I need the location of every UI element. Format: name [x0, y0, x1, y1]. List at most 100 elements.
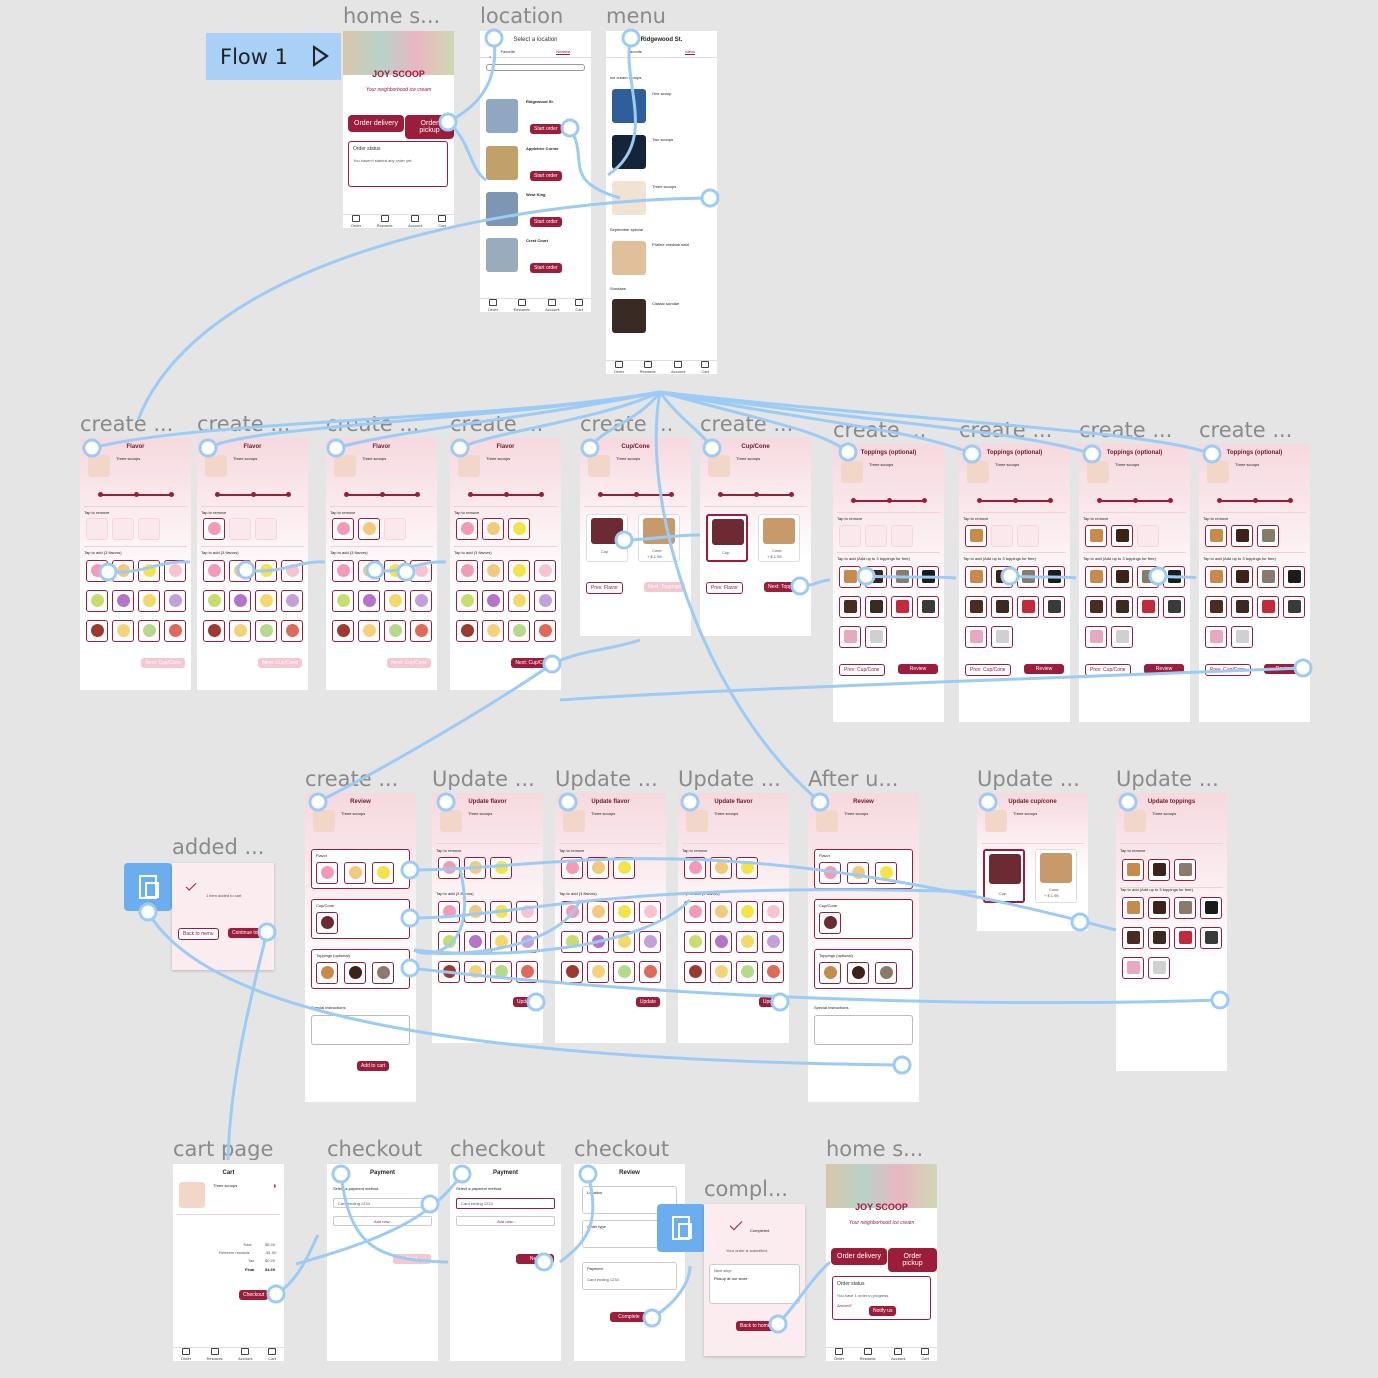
nav-order[interactable]: Order	[488, 299, 498, 312]
nav-cart[interactable]: Cart	[268, 1348, 276, 1361]
flavor-swatch[interactable]	[613, 901, 635, 923]
flavor-swatch[interactable]	[86, 560, 108, 582]
selected-flavor-slot[interactable]	[464, 857, 486, 879]
selected-topping-slot[interactable]	[1111, 525, 1133, 547]
flavor-swatch[interactable]	[534, 560, 556, 582]
review-button[interactable]: Review	[1264, 664, 1304, 674]
next-toppings-button[interactable]: Next: Toppings	[644, 582, 685, 592]
nav-account[interactable]: Account	[238, 1348, 252, 1361]
nav-rewards[interactable]: Rewards	[640, 361, 656, 374]
flavor-swatch[interactable]	[561, 961, 583, 983]
menu-store-name[interactable]: Ridgewood St.	[640, 37, 683, 43]
topping-swatch[interactable]	[1283, 596, 1305, 618]
flavor-swatch[interactable]	[684, 901, 706, 923]
selected-flavor-slot[interactable]	[203, 518, 225, 540]
selected-flavor-slot[interactable]	[482, 518, 504, 540]
tab-nearest[interactable]: Nearest	[556, 49, 571, 55]
flavor-swatch[interactable]	[229, 590, 251, 612]
topping-swatch[interactable]	[1017, 596, 1039, 618]
flavor-swatch[interactable]	[639, 931, 661, 953]
card-option[interactable]: Card ending 1234	[333, 1198, 432, 1208]
topping-swatch[interactable]	[1111, 596, 1133, 618]
topping-swatch[interactable]	[1017, 566, 1039, 588]
flavor-swatch[interactable]	[508, 590, 530, 612]
flavor-swatch[interactable]	[358, 560, 380, 582]
selected-topping-slot[interactable]	[1231, 525, 1253, 547]
flavor-swatch[interactable]	[229, 620, 251, 642]
flavor-swatch[interactable]	[736, 901, 758, 923]
topping-swatch[interactable]	[1137, 566, 1159, 588]
frame-home-start[interactable]: JOY SCOOP Your neighborhood ice cream Or…	[343, 31, 454, 228]
topping-swatch[interactable]	[1200, 927, 1222, 949]
topping-swatch[interactable]	[1085, 626, 1107, 648]
flavor-swatch[interactable]	[138, 620, 160, 642]
prev-flavor-button[interactable]: Prev: Flavor	[586, 582, 623, 594]
frame-added-to-cart[interactable]: 1 item added to cart Back to menu Contin…	[172, 863, 274, 970]
nav-cart[interactable]: Cart	[438, 215, 446, 228]
flavor-swatch[interactable]	[534, 590, 556, 612]
flavor-swatch[interactable]	[684, 961, 706, 983]
flavor-swatch[interactable]	[684, 931, 706, 953]
topping-swatch[interactable]	[839, 626, 861, 648]
order-delivery-button[interactable]: Order delivery	[348, 115, 404, 132]
selected-flavor-slot[interactable]	[138, 518, 160, 540]
flavor-swatch[interactable]	[281, 560, 303, 582]
topping-swatch[interactable]	[865, 596, 887, 618]
flavor-swatch[interactable]	[138, 560, 160, 582]
selected-topping-slot[interactable]	[991, 525, 1013, 547]
topping-swatch[interactable]	[839, 596, 861, 618]
topping-swatch[interactable]	[1043, 596, 1065, 618]
back-to-home-button[interactable]: Back to home	[736, 1321, 775, 1331]
flavor-swatch[interactable]	[762, 931, 784, 953]
start-order-button[interactable]: Start order	[530, 263, 562, 273]
nav-rewards[interactable]: Rewards	[514, 299, 530, 312]
topping-swatch[interactable]	[1200, 897, 1222, 919]
start-order-button[interactable]: Start order	[530, 217, 562, 227]
item-name[interactable]: Three scoops	[652, 184, 677, 189]
selected-flavor-slot[interactable]	[86, 518, 108, 540]
tab-favorite[interactable]: Favorite	[627, 49, 643, 54]
next-cupcone-button[interactable]: Next: Cup/Cone	[258, 658, 302, 668]
tab-favorite[interactable]: Favorite	[500, 49, 516, 54]
flavor-swatch[interactable]	[255, 560, 277, 582]
flavor-swatch[interactable]	[203, 620, 225, 642]
flavor-swatch[interactable]	[281, 590, 303, 612]
flavor-swatch[interactable]	[438, 961, 460, 983]
selected-flavor-slot[interactable]	[613, 857, 635, 879]
topping-swatch[interactable]	[1231, 566, 1253, 588]
toppings-summary[interactable]: Toppings (optional)	[814, 949, 913, 989]
selected-flavor-slot[interactable]	[438, 857, 460, 879]
topping-swatch[interactable]	[1231, 626, 1253, 648]
start-order-button[interactable]: Start order	[530, 124, 562, 134]
flavor-swatch[interactable]	[762, 961, 784, 983]
flavor-swatch[interactable]	[490, 931, 512, 953]
next-button-disabled[interactable]: Next	[393, 1254, 431, 1264]
topping-swatch[interactable]	[917, 566, 939, 588]
flavor-swatch[interactable]	[410, 590, 432, 612]
back-to-menu-button[interactable]: Back to menu	[178, 928, 219, 940]
frame-menu[interactable]: Ridgewood St. Favorite Menu Ice cream sc…	[606, 31, 717, 374]
flavor-swatch[interactable]	[587, 901, 609, 923]
flavor-swatch[interactable]	[112, 560, 134, 582]
flavor-summary[interactable]: Flavor	[814, 849, 913, 889]
nav-account[interactable]: Account	[408, 215, 422, 228]
topping-swatch[interactable]	[1257, 566, 1279, 588]
selected-flavor-slot[interactable]	[490, 857, 512, 879]
selected-topping-slot[interactable]	[839, 525, 861, 547]
flavor-swatch[interactable]	[255, 590, 277, 612]
flavor-swatch[interactable]	[639, 961, 661, 983]
nav-order[interactable]: Order	[351, 215, 361, 228]
flavor-swatch[interactable]	[332, 560, 354, 582]
topping-swatch[interactable]	[1163, 566, 1185, 588]
cone-option[interactable]: Cone+ $ 1.95	[1035, 849, 1077, 903]
frame-location[interactable]: Select a location Favorite Nearest ⌕ Rid…	[480, 31, 591, 312]
topping-swatch[interactable]	[1174, 897, 1196, 919]
flavor-swatch[interactable]	[86, 620, 108, 642]
topping-swatch[interactable]	[891, 566, 913, 588]
flow-start-tag[interactable]: Flow 1	[206, 33, 341, 80]
